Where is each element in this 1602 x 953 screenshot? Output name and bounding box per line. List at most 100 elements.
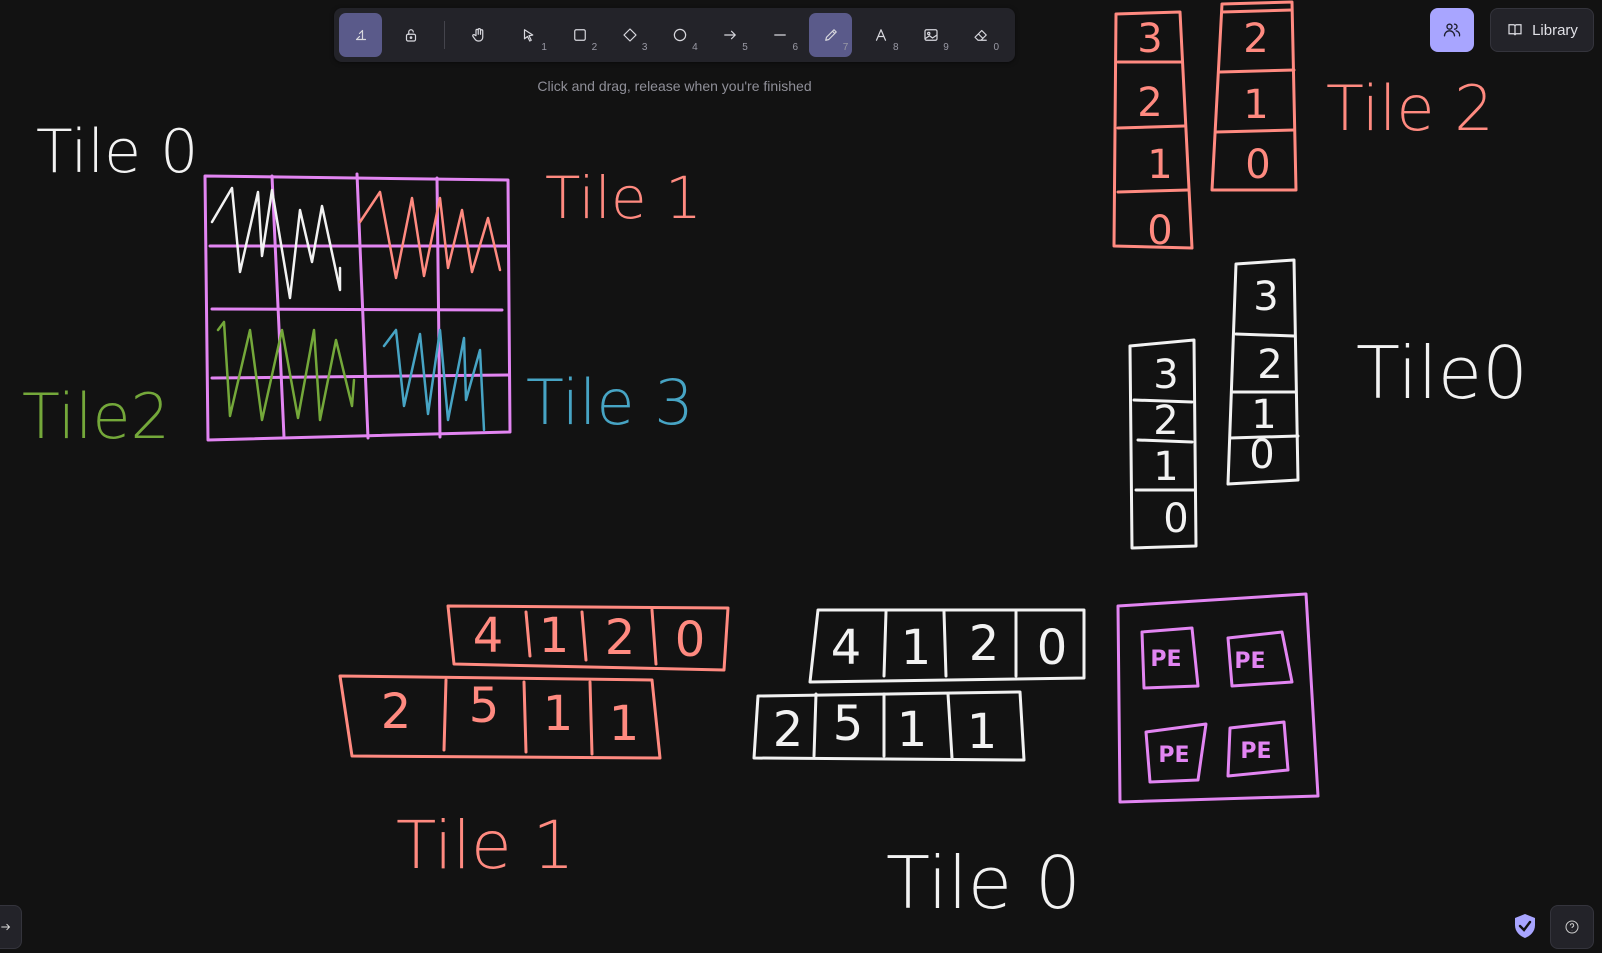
white-row-top-cell: 4 [831,620,862,676]
white-row-top-cell: 0 [1037,620,1068,676]
label-tile2-right: Tile 2 [1326,72,1494,145]
label-tile1-top: Tile 1 [545,164,702,232]
pe-label: PE [1150,647,1181,672]
image-icon [924,29,938,41]
diamond-tool-button[interactable]: 3 [608,13,651,57]
collaborate-button[interactable] [1430,8,1474,52]
main-toolbar: 1 2 3 4 5 6 7 8 9 0 [334,8,1015,62]
white-stack-right [1226,258,1300,486]
white-stack-right-cell: 1 [1251,392,1276,438]
book-icon [1508,24,1522,36]
white-stack-left-cell: 3 [1153,352,1178,398]
white-stack-right-cell: 2 [1257,342,1282,388]
white-row-top-cell: 1 [901,620,932,676]
tile1-hatching [358,190,502,280]
pink-row-bottom-cell: 1 [543,686,574,742]
label-tile1-bottom: Tile 1 [396,807,575,884]
toolbar-divider [444,21,446,49]
label-tile0-right: Tile0 [1356,331,1528,415]
pink-row-bottom-cell: 1 [609,696,640,752]
white-stack-right-cell: 0 [1249,432,1274,478]
shield-check-icon[interactable] [1513,913,1537,939]
shortcut-key: 9 [943,42,949,53]
pe-label: PE [1158,743,1189,768]
white-stack-left-cell: 0 [1163,496,1188,542]
line-icon [774,34,787,36]
users-icon [1443,23,1461,37]
pink-stack-right-cell: 1 [1243,82,1268,128]
pink-row-bottom [338,674,662,760]
pink-stack-left-cell: 1 [1147,142,1172,188]
pink-stack-right [1210,0,1298,192]
library-label: Library [1532,21,1578,39]
draw-tool-button[interactable]: 7 [809,13,853,57]
white-row-bottom-cell: 1 [897,702,928,758]
pointer-icon [524,29,534,42]
pink-stack-left-cell: 3 [1137,16,1162,62]
pink-row-top-cell: 1 [539,608,570,664]
white-stack-left-cell: 1 [1153,444,1178,490]
selection-tool-button[interactable]: 1 [508,13,551,57]
question-icon [1565,920,1579,934]
pink-row-top-cell: 4 [473,608,504,664]
hand-tool-button[interactable] [457,13,500,57]
white-row-bottom-cell: 5 [833,696,864,752]
tool-hint: Click and drag, release when you're fini… [537,78,812,94]
white-row-bottom-cell: 1 [967,704,998,760]
label-tile3: Tile 3 [526,366,694,439]
arrow-icon [724,30,737,40]
arrow-tool-button[interactable]: 5 [709,13,752,57]
rectangle-icon [573,29,586,41]
image-tool-button[interactable]: 9 [910,13,953,57]
label-tile0-bottom: Tile 0 [886,841,1081,925]
shortcut-key: 7 [842,42,849,53]
pink-row-top [446,604,730,672]
shortcut-key: 6 [792,42,799,53]
rectangle-tool-button[interactable]: 2 [558,13,601,57]
eraser-tool-button[interactable]: 0 [960,13,1003,57]
eraser-icon [974,29,988,41]
pin-icon [355,29,366,41]
shortcut-key: 8 [893,42,899,53]
sidebar-toggle-button[interactable] [0,905,22,949]
unlock-icon [405,29,416,42]
white-stack-right-cell: 3 [1253,274,1278,320]
library-button[interactable]: Library [1490,8,1594,52]
white-row-bottom-cell: 2 [773,702,804,758]
pink-row-bottom-cell: 2 [381,684,412,740]
pencil-icon [824,29,837,41]
pink-row-top-cell: 0 [675,612,706,668]
pink-stack-left [1112,10,1194,250]
shortcut-key: 0 [993,42,1000,53]
pink-stack-left-cell: 2 [1137,80,1162,126]
pe-container [1116,592,1320,804]
shortcut-key: 4 [692,42,698,53]
white-row-top-cell: 2 [969,616,1000,672]
text-icon [875,29,887,41]
tile-grid [203,172,512,442]
diamond-icon [623,28,637,42]
line-tool-button[interactable]: 6 [759,13,802,57]
tile0-hatching [210,186,342,300]
text-tool-button[interactable]: 8 [859,13,902,57]
pink-row-top-cell: 2 [605,610,636,666]
shortcut-key: 3 [641,42,648,53]
ellipse-tool-button[interactable]: 4 [658,13,701,57]
pink-stack-left-cell: 0 [1147,208,1172,254]
shortcut-key: 5 [742,42,748,53]
tile3-hatching [382,328,486,432]
white-row-top [808,608,1086,684]
white-stack-left-cell: 2 [1153,398,1178,444]
pe-label: PE [1240,739,1271,764]
lock-button[interactable] [389,13,432,57]
shortcut-key: 1 [541,42,547,53]
help-button[interactable] [1550,905,1594,949]
white-stack-left [1128,338,1198,550]
label-tile0-top: Tile 0 [36,117,198,187]
keep-tool-active-button[interactable] [339,13,383,57]
pe-label: PE [1234,649,1265,674]
label-tile2: Tile2 [22,380,170,453]
pink-row-bottom-cell: 5 [469,678,500,734]
tile2-hatching [216,320,356,422]
